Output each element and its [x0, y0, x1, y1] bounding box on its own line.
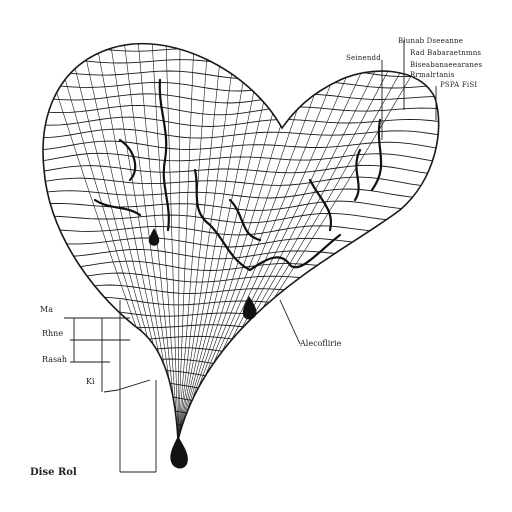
mesh-contour: [43, 81, 439, 92]
mesh-contour: [43, 188, 439, 199]
mesh-contour: [43, 164, 439, 176]
drop-upper: [148, 228, 160, 246]
mesh-contour: [43, 140, 439, 151]
mesh-contour: [43, 104, 439, 116]
label-right-mid: Alecoflirie: [300, 339, 342, 348]
label-bottom-left: Dise Rol: [30, 467, 77, 478]
mesh-contour: [43, 176, 439, 187]
label-top-center: Seinendd: [346, 54, 381, 62]
mesh-contour: [43, 200, 439, 211]
mesh-contour: [43, 248, 439, 260]
mesh-contour: [43, 428, 439, 439]
mesh-contour: [43, 237, 439, 248]
mesh-contour: [43, 116, 439, 127]
mesh-contour: [43, 128, 439, 139]
mesh-contour: [43, 320, 439, 331]
label-top-right-1: Blunab Dseeanne: [398, 37, 464, 45]
heart-outline: [42, 42, 440, 441]
mesh-meridian: [151, 43, 179, 440]
mesh-contour: [43, 225, 439, 236]
mesh-contour: [43, 56, 439, 67]
mesh-contour: [43, 152, 439, 164]
mesh-meridian: [177, 43, 209, 440]
mesh-contour: [43, 416, 439, 427]
label-left-1: Ma: [40, 305, 53, 314]
label-top-right-4: Rrmalrtanis: [410, 71, 455, 79]
mesh-meridian: [95, 43, 179, 440]
mesh-contour: [43, 44, 439, 55]
crack-veins: [93, 78, 383, 272]
label-left-4: Ki: [86, 377, 95, 386]
mesh-meridian: [177, 43, 405, 440]
mesh-meridian: [177, 43, 237, 440]
mesh-meridian: [177, 43, 195, 440]
mesh-contour: [43, 296, 439, 308]
leader-lines-left: [64, 300, 157, 473]
mesh-meridian: [177, 43, 377, 440]
label-left-2: Rhne: [42, 329, 64, 338]
mesh-meridian: [165, 43, 179, 440]
mesh-meridian: [177, 43, 223, 440]
mesh-meridian: [177, 43, 251, 440]
mesh-meridian: [177, 43, 181, 440]
mesh-contour: [43, 93, 439, 104]
mesh-meridian: [137, 43, 179, 440]
leader-lines-right: [279, 40, 437, 345]
mesh-contour: [43, 392, 439, 404]
label-top-right-2: Rad Babaraetnmns: [410, 49, 482, 57]
mesh-contour: [43, 332, 439, 343]
mesh-contour: [43, 344, 439, 355]
mesh-contour: [43, 404, 439, 415]
mesh-contour: [43, 284, 439, 295]
drop-middle: [242, 296, 257, 320]
label-top-right-3: Biseabanaeearanes: [410, 61, 483, 69]
label-left-3: Rasah: [42, 355, 68, 364]
mesh-contour: [43, 212, 439, 224]
mesh-meridian: [177, 43, 265, 440]
label-top-right-5: PSPA FiSI: [440, 81, 478, 89]
drop-bottom: [170, 436, 188, 469]
mesh-meridian: [81, 43, 179, 440]
